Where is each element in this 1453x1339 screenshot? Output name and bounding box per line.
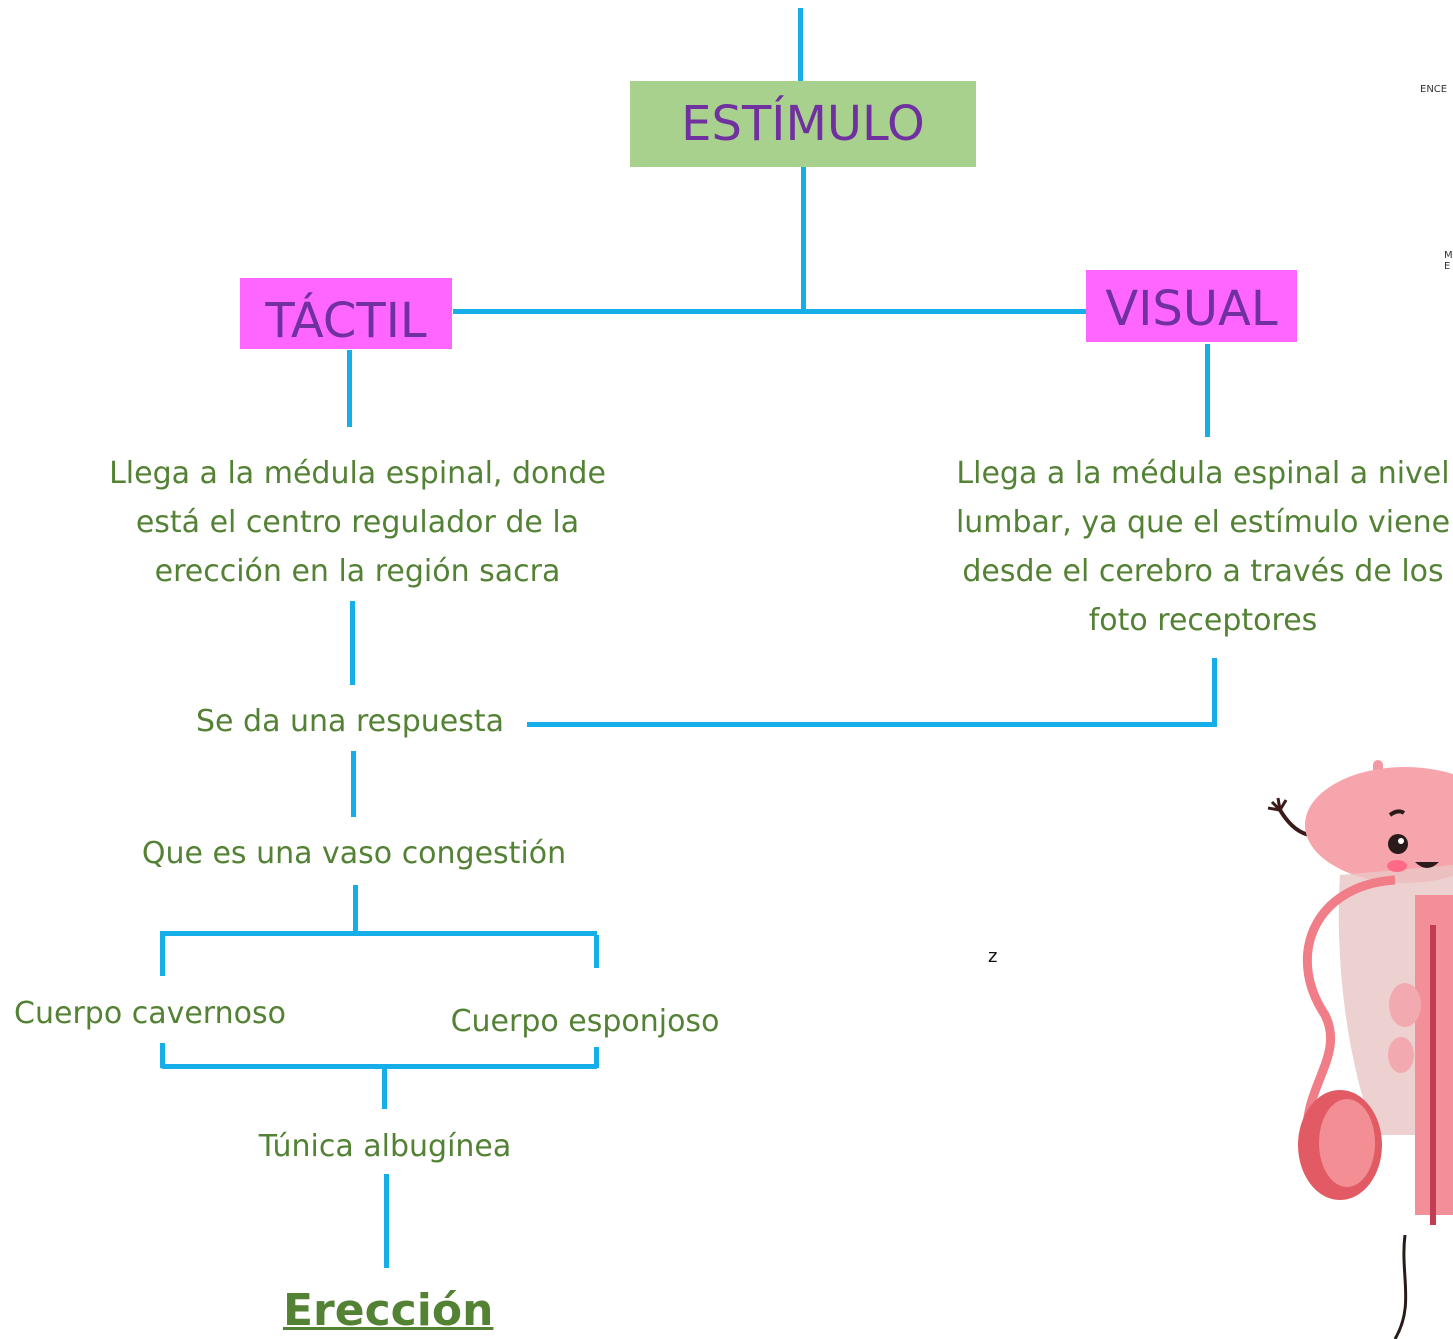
connector-estimulo-down	[801, 167, 806, 312]
connector-bracket-bottom-right	[594, 1047, 599, 1068]
connector-bracket-top-left	[160, 931, 165, 976]
ereccion-title: Erección	[283, 1285, 494, 1336]
vaso-congestion-text: Que es una vaso congestión	[141, 836, 567, 871]
connector-tunica-down	[384, 1174, 389, 1268]
connector-vaso-down	[353, 885, 358, 935]
connector-horizontal-main	[453, 309, 1086, 314]
cuerpo-esponjoso-text: Cuerpo esponjoso	[450, 1004, 720, 1039]
connector-respuesta-down	[351, 751, 356, 817]
connector-bracket-top	[162, 931, 597, 936]
connector-visual-down	[1205, 344, 1210, 437]
visual-label: VISUAL	[1105, 281, 1278, 337]
connector-bracket-bottom-left	[160, 1043, 165, 1068]
connector-tactil-down	[347, 350, 352, 427]
visual-description: Llega a la médula espinal a nivel lumbar…	[955, 456, 1451, 638]
cuerpo-cavernoso-text: Cuerpo cavernoso	[14, 996, 286, 1031]
estimulo-box: ESTÍMULO	[630, 81, 976, 167]
tactil-box: TÁCTIL	[240, 278, 452, 349]
connector-bracket-bottom	[162, 1064, 597, 1069]
connector-bracket-center-down	[382, 1067, 387, 1109]
connector-tactil-desc-down	[350, 601, 355, 685]
estimulo-label: ESTÍMULO	[681, 96, 925, 152]
anatomy-cartoon-illustration	[1267, 760, 1453, 1339]
connector-top	[798, 8, 803, 81]
tactil-description: Llega a la médula espinal, donde está el…	[109, 456, 606, 589]
tactil-label: TÁCTIL	[265, 292, 427, 349]
connector-respuesta-horizontal	[527, 722, 1217, 727]
respuesta-text: Se da una respuesta	[196, 704, 504, 739]
tunica-albuginea-text: Túnica albugínea	[258, 1129, 512, 1164]
connector-bracket-top-right	[594, 935, 599, 968]
margin-text-mid-right-1: M	[1444, 250, 1453, 261]
margin-text-mid-right-2: E	[1444, 261, 1451, 272]
connector-visual-desc-down	[1212, 658, 1217, 726]
visual-box: VISUAL	[1086, 270, 1297, 342]
margin-text-top-right: ENCE	[1420, 84, 1448, 95]
stray-letter: z	[988, 946, 998, 967]
